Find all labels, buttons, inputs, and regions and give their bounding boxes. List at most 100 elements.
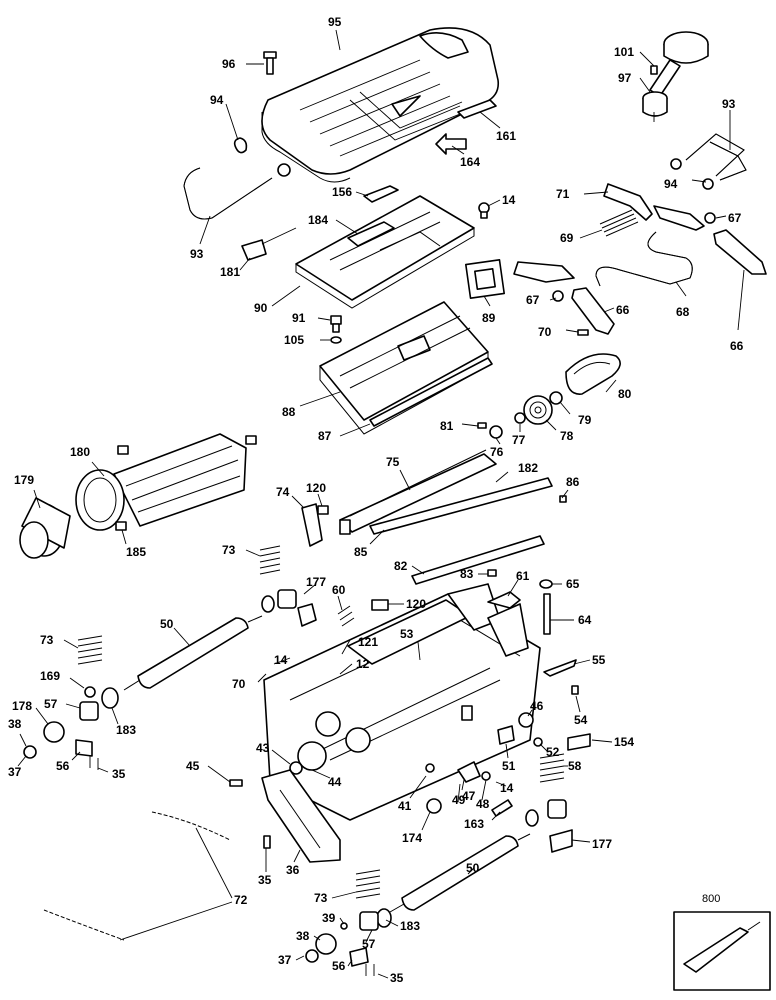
label-35: 35 (390, 971, 404, 985)
label-73: 73 (314, 891, 328, 905)
label-60: 60 (332, 583, 346, 597)
carriage-88-part (319, 301, 489, 435)
label-120: 120 (306, 481, 326, 495)
label-83: 83 (460, 567, 474, 581)
label-81: 81 (440, 419, 454, 433)
label-120: 120 (406, 597, 426, 611)
label-14: 14 (502, 193, 516, 207)
label-73: 73 (222, 543, 236, 557)
label-87: 87 (318, 429, 332, 443)
inset-800-box (673, 911, 771, 991)
part-number-labels: 95 96 94 93 161 164 101 97 93 94 67 71 6… (8, 15, 744, 985)
label-94: 94 (210, 93, 224, 107)
label-67: 67 (526, 293, 540, 307)
seal-89-part (464, 258, 506, 300)
handle-93-right-part (670, 133, 747, 190)
label-47: 47 (462, 789, 476, 803)
label-183: 183 (116, 723, 136, 737)
label-64: 64 (578, 613, 592, 627)
label-54: 54 (574, 713, 588, 727)
label-77: 77 (512, 433, 526, 447)
label-48: 48 (476, 797, 490, 811)
label-70: 70 (232, 677, 246, 691)
label-66: 66 (616, 303, 630, 317)
label-178: 178 (12, 699, 32, 713)
screw-91-part (330, 315, 342, 344)
label-91: 91 (292, 311, 306, 325)
label-66: 66 (730, 339, 744, 353)
label-45: 45 (186, 759, 200, 773)
label-88: 88 (282, 405, 296, 419)
label-180: 180 (70, 445, 90, 459)
label-68: 68 (676, 305, 690, 319)
arrow-164-part (435, 133, 467, 155)
label-182: 182 (518, 461, 538, 475)
label-55: 55 (592, 653, 606, 667)
label-70: 70 (538, 325, 552, 339)
label-36: 36 (286, 863, 300, 877)
spring-73-part (77, 545, 565, 899)
label-44: 44 (328, 775, 342, 789)
label-179: 179 (14, 473, 34, 487)
label-52: 52 (546, 745, 560, 759)
label-184: 184 (308, 213, 328, 227)
label-41: 41 (398, 799, 412, 813)
label-90: 90 (254, 301, 268, 315)
label-177: 177 (306, 575, 326, 589)
label-57: 57 (44, 697, 58, 711)
label-12: 12 (356, 657, 370, 671)
handle-93-left-part (183, 137, 291, 220)
label-93: 93 (190, 247, 204, 261)
label-74: 74 (276, 485, 290, 499)
roller-50-upper-part (101, 615, 263, 709)
label-177: 177 (592, 837, 612, 851)
label-58: 58 (568, 759, 582, 773)
bearing-blocks-part (261, 589, 389, 627)
label-89: 89 (482, 311, 496, 325)
leader-lines (17, 29, 745, 979)
label-174: 174 (402, 831, 422, 845)
label-51: 51 (502, 759, 516, 773)
label-35: 35 (112, 767, 126, 781)
label-71: 71 (556, 187, 570, 201)
label-14: 14 (274, 653, 288, 667)
label-94: 94 (664, 177, 678, 191)
label-121: 121 (358, 635, 378, 649)
label-78: 78 (560, 429, 574, 443)
label-56: 56 (332, 959, 346, 973)
label-185: 185 (126, 545, 146, 559)
linkage-assembly-part (513, 183, 767, 336)
label-82: 82 (394, 559, 408, 573)
label-76: 76 (490, 445, 504, 459)
drive-assembly-part (477, 353, 621, 439)
label-800: 800 (702, 893, 720, 905)
label-154: 154 (614, 735, 634, 749)
label-95: 95 (328, 15, 342, 29)
label-79: 79 (578, 413, 592, 427)
label-97: 97 (618, 71, 632, 85)
label-67: 67 (728, 211, 742, 225)
screw-96-part (263, 51, 277, 75)
label-169: 169 (40, 669, 60, 683)
label-69: 69 (560, 231, 574, 245)
label-164: 164 (460, 155, 480, 169)
cutterhead-75-part (339, 449, 567, 585)
left-gear-assembly-part (23, 686, 99, 770)
label-80: 80 (618, 387, 632, 401)
label-38: 38 (8, 717, 22, 731)
label-101: 101 (614, 45, 634, 59)
plate-90-part (241, 195, 475, 309)
label-75: 75 (386, 455, 400, 469)
bottom-left-frame-parts (229, 761, 303, 787)
label-14: 14 (500, 781, 514, 795)
depth-knob-97-part (642, 31, 709, 122)
arm-74-part (301, 503, 329, 547)
label-156: 156 (332, 185, 352, 199)
chain-72-part (43, 811, 231, 941)
label-61: 61 (516, 569, 530, 583)
label-35: 35 (258, 873, 272, 887)
label-50: 50 (466, 861, 480, 875)
right-small-parts (425, 569, 591, 817)
label-37: 37 (278, 953, 292, 967)
